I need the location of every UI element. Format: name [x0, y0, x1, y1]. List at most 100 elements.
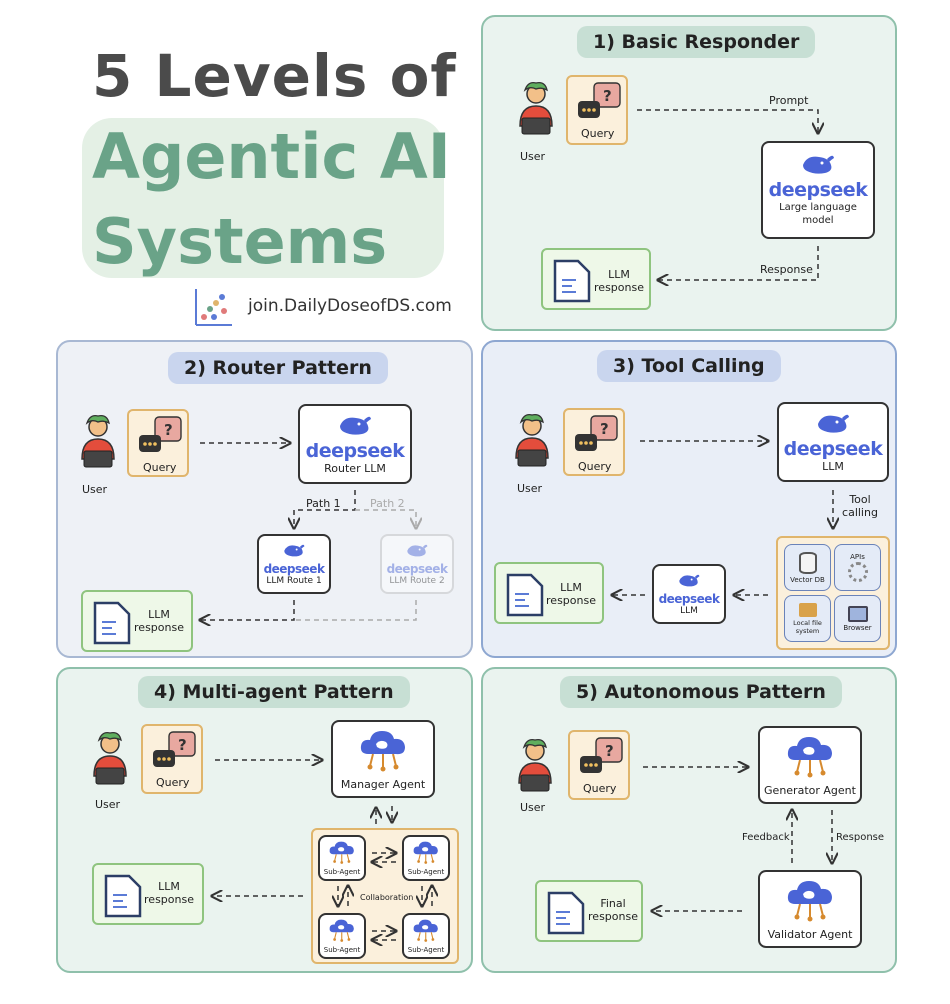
final-response-label: Final response — [588, 897, 638, 923]
tool-vector-db: Vector DB — [784, 544, 831, 591]
title-highlight — [82, 118, 444, 278]
logo-icon — [192, 287, 232, 327]
arrow-path1 — [294, 490, 356, 528]
tool-apis: APIs — [834, 544, 881, 591]
query-label: Query — [578, 460, 612, 473]
document-icon — [505, 572, 545, 622]
website-link[interactable]: join.DailyDoseofDS.com — [248, 296, 452, 316]
tool-browser: Browser — [834, 595, 881, 642]
llm-response-label: LLM response — [144, 880, 194, 906]
deepseek-whale-icon — [678, 573, 700, 592]
user-label: User — [82, 483, 108, 496]
agent-cloud-icon — [785, 734, 835, 782]
generator-agent-card: Generator Agent — [758, 726, 862, 804]
query-card: ? — [141, 724, 203, 794]
browser-icon — [847, 605, 868, 622]
response-label: Response — [836, 832, 885, 843]
path1-label: Path 1 — [306, 497, 341, 510]
deepseek-whale-icon — [816, 412, 850, 438]
arrow-route1-response — [200, 600, 295, 620]
deepseek-whale-icon — [801, 153, 835, 179]
panel1-title: 1) Basic Responder — [577, 26, 816, 58]
deepseek-whale-icon — [338, 414, 372, 440]
query-label: Query — [581, 127, 615, 140]
agent-cloud-icon — [412, 840, 440, 868]
deepseek-logo-text: deepseek — [783, 437, 883, 460]
llm-response-card — [541, 248, 651, 310]
deepseek-logo-text: deepseek — [768, 179, 868, 201]
llm-route2-label: LLM Route 2 — [389, 575, 445, 586]
manager-agent-label: Manager Agent — [340, 777, 426, 791]
deepseek-whale-icon — [406, 543, 428, 562]
folder-icon — [798, 602, 817, 617]
document-icon — [552, 258, 592, 308]
prompt-label: Prompt — [769, 94, 809, 107]
user-icon — [76, 413, 120, 479]
user-label: User — [95, 798, 121, 811]
svg-text:?: ? — [603, 87, 612, 105]
agent-cloud-icon — [328, 840, 356, 868]
router-llm-card: deepseek Router LLM — [298, 404, 412, 484]
panel4-title: 4) Multi-agent Pattern — [138, 676, 410, 708]
llm-response-card — [494, 562, 604, 624]
llm-route1-card: deepseek LLM Route 1 — [257, 534, 331, 594]
panel3-title: 3) Tool Calling — [597, 350, 781, 382]
sub-agent-card: Sub-Agent — [318, 913, 366, 959]
query-label: Query — [156, 776, 190, 789]
deepseek-logo-text: deepseek — [658, 591, 720, 606]
user-icon — [513, 737, 557, 803]
llm-route1-label: LLM Route 1 — [266, 575, 322, 586]
llm-route2-card: deepseek LLM Route 2 — [380, 534, 454, 594]
generator-agent-label: Generator Agent — [764, 783, 856, 797]
agent-cloud-icon — [328, 918, 356, 946]
title-line-1: 5 Levels of — [92, 42, 457, 110]
svg-text:?: ? — [164, 421, 173, 439]
query-label: Query — [583, 782, 617, 795]
query-card: ? — [563, 408, 625, 476]
llm-card-small: deepseek LLM — [652, 564, 726, 624]
user-label: User — [520, 801, 546, 814]
agent-cloud-icon — [785, 878, 835, 926]
llm-label: LLM — [680, 605, 698, 616]
agent-cloud-icon — [412, 918, 440, 946]
title-line-2: Agentic AI — [92, 120, 451, 193]
query-label: Query — [143, 461, 177, 474]
llm-label: LLM — [822, 459, 844, 473]
deepseek-logo-text: deepseek — [263, 561, 325, 576]
user-icon — [88, 730, 132, 796]
user-label: User — [517, 482, 543, 495]
deepseek-logo-text: deepseek — [386, 561, 448, 576]
user-icon — [514, 80, 558, 146]
panel5-title: 5) Autonomous Pattern — [560, 676, 842, 708]
llm-response-label: LLM response — [134, 608, 184, 634]
llm-card: deepseek LLM — [777, 402, 889, 482]
llm-description: Large language model — [779, 202, 857, 226]
svg-text:?: ? — [600, 420, 609, 438]
arrow-path2 — [355, 509, 416, 528]
svg-text:?: ? — [178, 736, 187, 754]
llm-response-label: LLM response — [546, 581, 596, 607]
llm-response-card — [81, 590, 193, 652]
validator-agent-card: Validator Agent — [758, 870, 862, 948]
svg-text:?: ? — [605, 742, 614, 760]
sub-agent-card: Sub-Agent — [402, 913, 450, 959]
document-icon — [103, 873, 143, 923]
tool-local-file-system: Local file system — [784, 595, 831, 642]
user-icon — [510, 412, 554, 478]
query-card: ? — [568, 730, 630, 800]
llm-response-label: LLM response — [594, 268, 644, 294]
path2-label: Path 2 — [370, 497, 405, 510]
response-label: Response — [760, 263, 813, 276]
title-line-3: Systems — [92, 205, 388, 278]
api-gear-icon — [847, 562, 868, 582]
collaboration-label: Collaboration — [360, 893, 414, 902]
validator-agent-label: Validator Agent — [767, 927, 853, 941]
llm-response-card — [92, 863, 204, 925]
agent-cloud-icon — [358, 728, 408, 776]
llm-card: deepseek Large language model — [761, 141, 875, 239]
tool-calling-label: Tool calling — [842, 493, 878, 519]
query-card: ? — [127, 409, 189, 477]
document-icon — [546, 890, 586, 940]
document-icon — [92, 600, 132, 650]
